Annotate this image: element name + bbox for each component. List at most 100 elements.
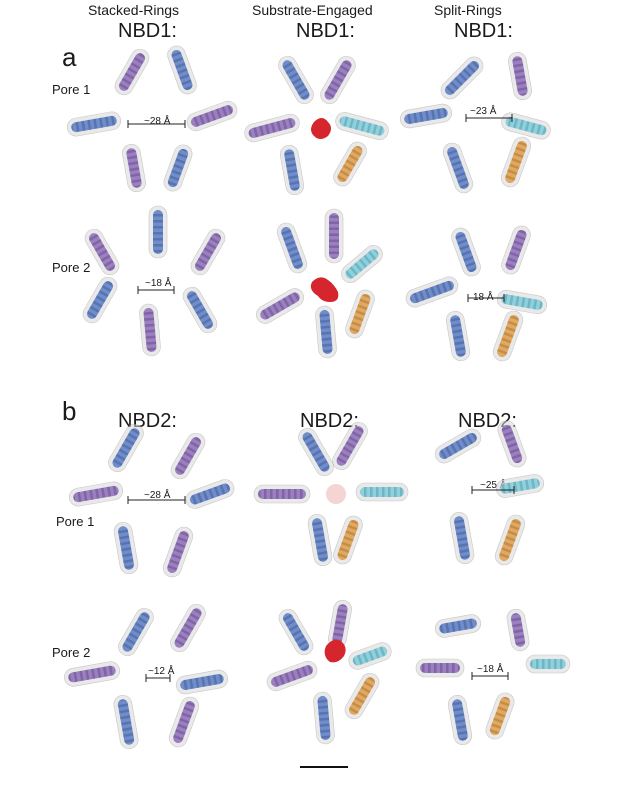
helix-density [114,48,150,96]
helix-density [253,484,311,504]
helix-density [500,136,532,188]
ring-b-split-pore2 [415,608,571,746]
helix-density [495,474,545,498]
distance-b-stacked-pore1: ~28 Å [144,490,171,501]
panel-a-title-engaged: NBD1: [296,20,355,42]
helix-density [497,420,527,468]
helix-density [186,100,238,132]
panel-b-pore2-label: Pore 2 [52,645,91,660]
distance-b-stacked-pore2: ~12 Å [148,666,175,677]
helix-density [445,310,471,362]
helix-density [348,642,392,670]
helix-density [485,692,515,740]
helix-density [447,694,473,746]
helix-density [108,423,144,473]
distance-bar-a-stacked-pore1 [127,120,186,128]
ring-a-stacked-pore2 [82,205,226,357]
helix-density [278,608,314,656]
helix-density [84,228,120,276]
helix-density [170,432,206,480]
helix-density [328,599,352,649]
helix-density [501,225,531,275]
helix-density [341,245,383,283]
distance-b-split-pore1: ~25 Å [480,480,507,491]
substrate-density-a-pore1 [311,118,331,139]
helix-density [449,511,475,565]
helix-density [122,143,146,193]
distance-bar-b-split-pore2 [471,672,509,680]
helix-density [162,526,194,578]
helix-density [167,45,197,95]
helix-density [451,227,481,277]
distance-a-stacked-pore1: ~28 Å [144,116,171,127]
helix-density [332,421,368,471]
distance-bar-b-stacked-pore2 [145,674,171,682]
distance-bar-a-split-pore1 [465,114,513,122]
helix-density [266,660,318,692]
helix-density [190,228,226,276]
helix-density [313,691,335,745]
helix-density [333,141,367,187]
helix-density [434,428,482,464]
column-header-split-rings: Split-Rings [434,2,502,18]
helix-density [113,694,139,750]
ring-b-split-pore1 [434,420,545,566]
helix-density [255,288,305,324]
ring-b-stacked-pore2 [63,603,229,750]
ring-a-engaged-pore1 [244,55,389,196]
helix-density [324,208,344,264]
helix-density [63,661,121,687]
helix-density [170,603,206,653]
ring-b-stacked-pore1 [68,423,235,578]
helix-density [508,51,532,101]
helix-density [344,672,380,720]
helix-density [279,144,305,196]
panel-b-title-engaged: NBD2: [300,410,359,432]
helix-density [525,654,571,674]
helix-density [335,112,389,140]
panel-letter-a: a [62,42,77,72]
helix-density [333,515,363,565]
helix-density [496,289,548,315]
helix-density [415,658,465,678]
panel-letter-b: b [62,396,77,426]
helix-density [139,303,161,357]
panel-b-pore1-label: Pore 1 [56,514,95,529]
distance-a-split-pore1: ~23 Å [470,106,497,117]
helix-density [182,286,218,334]
helix-density [434,614,482,638]
helix-density [494,514,526,566]
helix-density [68,481,124,507]
column-header-substrate-engaged: Substrate-Engaged [252,2,373,18]
helix-density [278,55,314,105]
helix-density [82,276,118,324]
helix-density [148,205,168,259]
distance-a-stacked-pore2: ~18 Å [145,278,172,289]
helix-density [345,289,375,339]
substrate-density-a-pore2 [310,277,339,302]
helix-density [315,305,337,359]
substrate-density-b-pore1 [326,484,346,504]
helix-density [506,608,530,652]
helix-density [175,669,229,695]
helix-density [113,521,139,575]
helix-density [168,696,200,748]
distance-bar-a-split-pore2 [467,294,505,302]
ring-a-split-pore1 [399,51,551,194]
helix-density [163,144,193,192]
panel-a-title-split: NBD1: [454,20,513,42]
helix-density [440,56,484,100]
helix-density [118,607,154,657]
helix-density [276,222,308,274]
distance-bar-b-split-pore1 [471,486,515,494]
ring-b-engaged-pore1 [253,421,409,567]
distance-bar-a-stacked-pore2 [137,286,175,294]
helix-density [405,276,459,308]
helix-density [320,55,356,105]
helix-density [298,427,334,477]
panel-a-pore2-label: Pore 2 [52,260,91,275]
helix-density [66,111,122,137]
column-header-stacked-rings: Stacked-Rings [88,2,180,18]
ring-a-engaged-pore2 [255,208,383,359]
